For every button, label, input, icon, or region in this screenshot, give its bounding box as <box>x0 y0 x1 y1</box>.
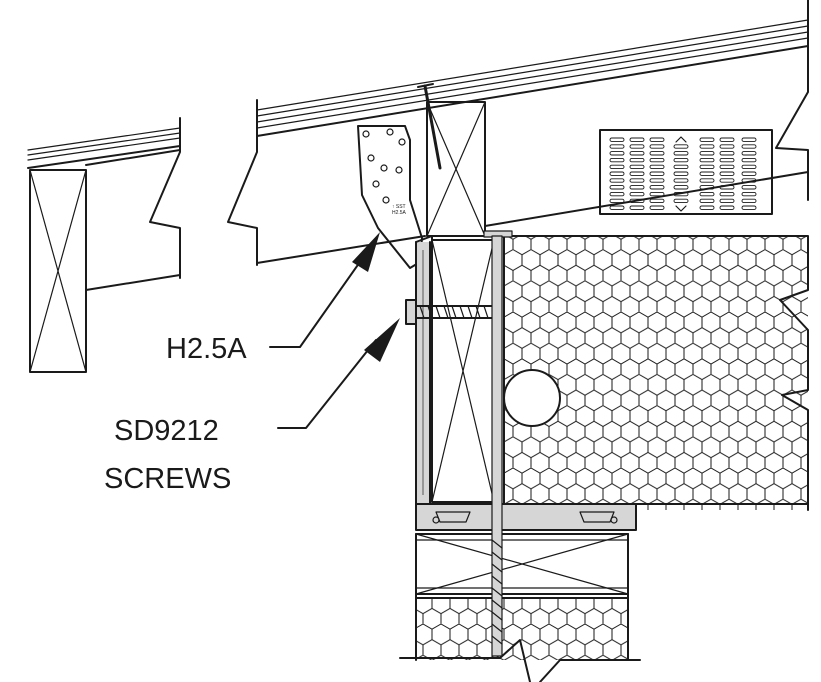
callout-leaders <box>269 232 400 429</box>
vent-slot <box>649 191 665 197</box>
hanger-stamp-line2: H2.5A <box>392 210 407 216</box>
vent-slot <box>629 144 645 149</box>
vent-slot <box>629 178 645 183</box>
vent-slot <box>673 185 689 190</box>
vent-slot <box>649 164 665 170</box>
vent-slot <box>609 157 625 163</box>
vent-slot <box>719 191 735 197</box>
vent-slot <box>609 191 625 197</box>
vent-chevron-icon <box>675 205 687 212</box>
vent-slot <box>673 171 689 176</box>
vent-slot <box>741 144 757 149</box>
insulation-panel <box>503 235 809 511</box>
left-post <box>29 169 87 373</box>
vent-slot <box>649 198 665 204</box>
vent-slot <box>741 185 757 190</box>
sd9212-screws <box>405 299 501 325</box>
vent-slot <box>699 178 715 183</box>
vent-slot <box>699 198 715 204</box>
vent-slot <box>741 198 757 204</box>
hanger-arrow-icon <box>352 232 380 272</box>
vent-slot <box>649 171 665 176</box>
vent-slot <box>629 171 645 176</box>
screw-arrow-icon <box>364 318 400 362</box>
vent-slot <box>719 171 735 176</box>
vent-slot <box>719 178 735 183</box>
vent-slot <box>629 185 645 190</box>
vent-slot <box>609 205 625 210</box>
vent-slot <box>649 157 665 163</box>
vent-slot <box>699 205 715 210</box>
vent-slot <box>609 151 625 156</box>
vent-slot <box>649 137 665 142</box>
vent-slot <box>741 151 757 156</box>
vent-slot <box>609 198 625 204</box>
rafter <box>85 99 426 291</box>
vent-slot <box>609 178 625 183</box>
vent-slot <box>741 137 757 142</box>
toe-nail <box>417 83 442 170</box>
vent-slot <box>649 185 665 190</box>
hanger-callout-label: H2.5A <box>166 333 247 365</box>
vent-slot <box>673 178 689 183</box>
vent-slot <box>719 198 735 204</box>
vent-slot <box>699 171 715 176</box>
vent-slot <box>699 191 715 197</box>
vent-slot <box>649 151 665 156</box>
vent-chevron-icon <box>675 136 687 143</box>
vent-slot <box>699 137 715 142</box>
vent-slot <box>719 144 735 149</box>
vent-slot <box>741 171 757 176</box>
vent-slot <box>719 157 735 163</box>
vent-slot <box>629 157 645 163</box>
right-break <box>775 0 809 201</box>
vent-slot <box>673 157 689 163</box>
screw-callout-label-line2: SCREWS <box>104 463 231 495</box>
vent-slot <box>629 191 645 197</box>
lower-insulation <box>399 533 641 682</box>
vent-slot <box>741 157 757 163</box>
vent-slot <box>719 137 735 142</box>
hanger-stamp-line1: ↑ SST <box>392 204 406 210</box>
blocking-member <box>426 101 486 237</box>
roof-sheathing <box>27 19 809 169</box>
screw-callout-label-line1: SD9212 <box>114 415 219 447</box>
vent-slot <box>673 164 689 170</box>
wall-stud <box>431 239 495 503</box>
vent-slot <box>629 151 645 156</box>
vent-slot <box>629 164 645 170</box>
lower-beam <box>415 533 629 595</box>
anchor-bolt <box>491 235 503 657</box>
vent-slot <box>699 151 715 156</box>
vent-slot <box>673 144 689 149</box>
vent-slot <box>719 205 735 210</box>
vent-slot <box>673 151 689 156</box>
vent-slot <box>741 164 757 170</box>
vent-slot <box>649 144 665 149</box>
vent-slot <box>741 205 757 210</box>
vent-slot <box>673 198 689 204</box>
vent-slot <box>649 205 665 210</box>
vent-slot <box>719 164 735 170</box>
vent-slot <box>629 205 645 210</box>
vent-slot <box>699 157 715 163</box>
vent-slot <box>699 164 715 170</box>
vent-slot <box>609 164 625 170</box>
vent-slot <box>609 137 625 142</box>
vent-slot <box>699 144 715 149</box>
vent-slot <box>629 137 645 142</box>
vent-slot <box>609 144 625 149</box>
vent-slot <box>609 171 625 176</box>
vent-slot <box>609 185 625 190</box>
vent-panel <box>484 129 809 227</box>
conduit-hole <box>503 369 561 427</box>
bottom-track <box>415 503 809 531</box>
vent-slot <box>719 151 735 156</box>
vent-slot <box>741 191 757 197</box>
vent-slot <box>649 178 665 183</box>
